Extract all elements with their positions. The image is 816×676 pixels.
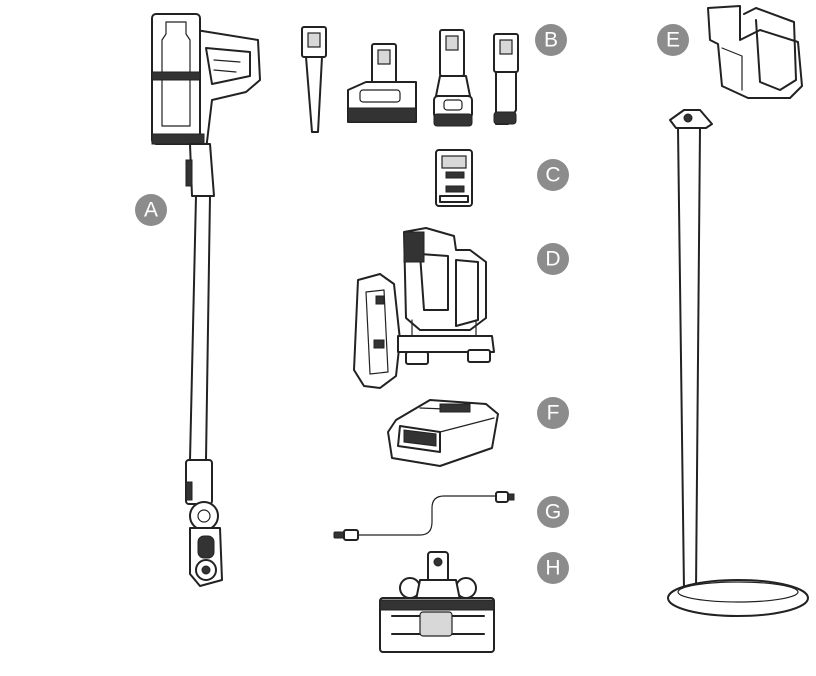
part-h-floor-head	[379, 551, 495, 653]
badge-a: A	[135, 194, 167, 226]
mini-motor-brush	[347, 43, 417, 123]
part-b-attachments	[301, 26, 519, 133]
badge-g-letter: G	[545, 501, 561, 524]
badge-d-letter: D	[545, 248, 560, 271]
part-d-wall-mount	[353, 227, 495, 389]
badge-e-letter: E	[666, 29, 680, 52]
badge-f: F	[537, 397, 569, 429]
angled-tool	[493, 33, 519, 125]
badge-f-letter: F	[547, 402, 560, 425]
badge-h: H	[537, 552, 569, 584]
crevice-tool	[301, 26, 327, 133]
badge-c-letter: C	[545, 164, 560, 187]
badge-e: E	[657, 24, 689, 56]
badge-c: C	[537, 159, 569, 191]
dusting-brush	[433, 29, 473, 127]
part-g-cable	[333, 491, 515, 541]
badge-g: G	[537, 496, 569, 528]
badge-d: D	[537, 243, 569, 275]
badge-a-letter: A	[144, 199, 158, 222]
part-a-stick-vacuum	[151, 13, 261, 587]
badge-h-letter: H	[545, 557, 560, 580]
part-c-adapter	[435, 149, 473, 207]
part-f-battery	[387, 399, 499, 467]
part-e-floor-stand	[667, 5, 809, 617]
badge-b: B	[535, 24, 567, 56]
badge-b-letter: B	[544, 29, 558, 52]
